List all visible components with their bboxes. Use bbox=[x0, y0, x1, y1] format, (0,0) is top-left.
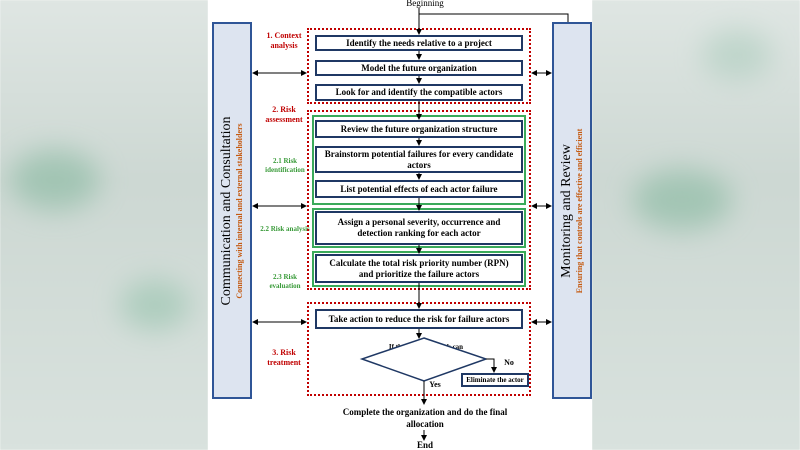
beginning-label: Beginning bbox=[406, 0, 444, 8]
stage-context-label: 1. Context analysis bbox=[266, 31, 302, 50]
step-review-structure: Review the future organization structure bbox=[315, 120, 523, 138]
line-top-feedback bbox=[419, 13, 569, 22]
step-model-organization: Model the future organization bbox=[315, 60, 523, 76]
monitoring-panel: Monitoring and Review Ensuring that cont… bbox=[552, 22, 592, 399]
step-calculate-rpn: Calculate the total risk priority number… bbox=[315, 254, 523, 283]
decision-yes-label: Yes bbox=[429, 380, 441, 389]
step-brainstorm-failures: Brainstorm potential failures for every … bbox=[315, 146, 523, 173]
stage-treatment-label: 3. Risk treatment bbox=[267, 348, 301, 367]
left-background bbox=[0, 0, 208, 450]
stage-evaluation-label: 2.3 Risk evaluation bbox=[269, 273, 301, 290]
step-assign-ranking: Assign a personal severity, occurrence a… bbox=[315, 211, 523, 245]
stage-assessment-label: 2. Risk assessment bbox=[265, 105, 303, 124]
step-identify-needs: Identify the needs relative to a project bbox=[315, 35, 523, 51]
eliminate-actor-box: Eliminate the actor bbox=[461, 373, 529, 387]
final-step-text: Complete the organization and do the fin… bbox=[342, 407, 508, 429]
decision-diamond bbox=[359, 337, 489, 382]
step-identify-actors: Look for and identify the compatible act… bbox=[315, 84, 523, 101]
decision-no-label: No bbox=[504, 358, 514, 367]
step-take-action: Take action to reduce the risk for failu… bbox=[315, 309, 523, 329]
right-background bbox=[592, 0, 800, 450]
stage-identification-label: 2.1 Risk identification bbox=[265, 157, 305, 174]
communication-panel: Communication and Consultation Connectin… bbox=[212, 22, 252, 399]
step-list-effects: List potential effects of each actor fai… bbox=[315, 180, 523, 198]
stage-analysis-label: 2.2 Risk analysis bbox=[260, 225, 310, 233]
arrow-no bbox=[486, 358, 497, 373]
end-label: End bbox=[416, 440, 433, 450]
